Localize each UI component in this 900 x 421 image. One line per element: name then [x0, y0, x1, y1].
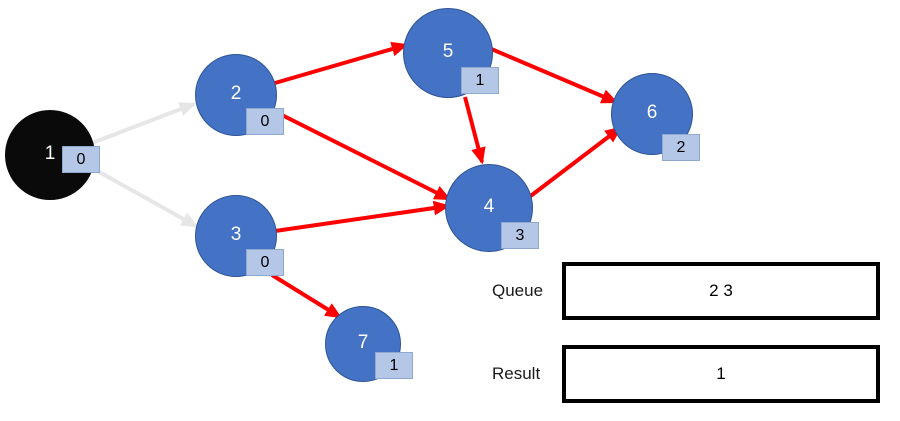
- graph-node-2-label: 2: [230, 82, 242, 104]
- edge-5-4: [463, 96, 486, 165]
- edge-2-5: [274, 41, 409, 85]
- graph-node-6-label: 6: [646, 101, 658, 123]
- queue-label: Queue: [492, 281, 544, 300]
- edge-4-6: [526, 126, 623, 200]
- graph-node-5-label: 5: [442, 40, 454, 62]
- graph-node-7-badge: 1: [375, 352, 413, 379]
- graph-node-6-badge: 2: [662, 134, 700, 161]
- result-label: Result: [492, 364, 541, 383]
- queue-row: Queue 2 3: [492, 262, 882, 320]
- result-row: Result 1: [492, 345, 882, 403]
- result-value: 1: [716, 364, 726, 383]
- graph-node-2-badge: 0: [246, 108, 284, 135]
- edge-5-6: [488, 46, 619, 104]
- graph-node-5-badge: 1: [461, 67, 499, 94]
- graph-node-7-label: 7: [357, 331, 369, 353]
- graph-node-4-badge: 3: [501, 222, 539, 249]
- graph-node-1-badge: 0: [62, 146, 100, 173]
- edge-2-4: [271, 108, 452, 201]
- edge-1-2: [91, 102, 197, 145]
- graph-node-3-label: 3: [230, 223, 242, 245]
- graph-node-1-label: 1: [44, 142, 56, 164]
- queue-value: 2 3: [709, 281, 733, 300]
- graph-node-3-badge: 0: [246, 249, 284, 276]
- graph-node-4-label: 4: [483, 195, 495, 217]
- edge-1-3: [91, 166, 199, 228]
- edge-3-4: [274, 200, 451, 233]
- edge-3-7: [270, 273, 343, 319]
- queue-box[interactable]: 2 3: [562, 262, 880, 320]
- result-box[interactable]: 1: [562, 345, 880, 403]
- graph-node-5[interactable]: 5: [403, 8, 493, 98]
